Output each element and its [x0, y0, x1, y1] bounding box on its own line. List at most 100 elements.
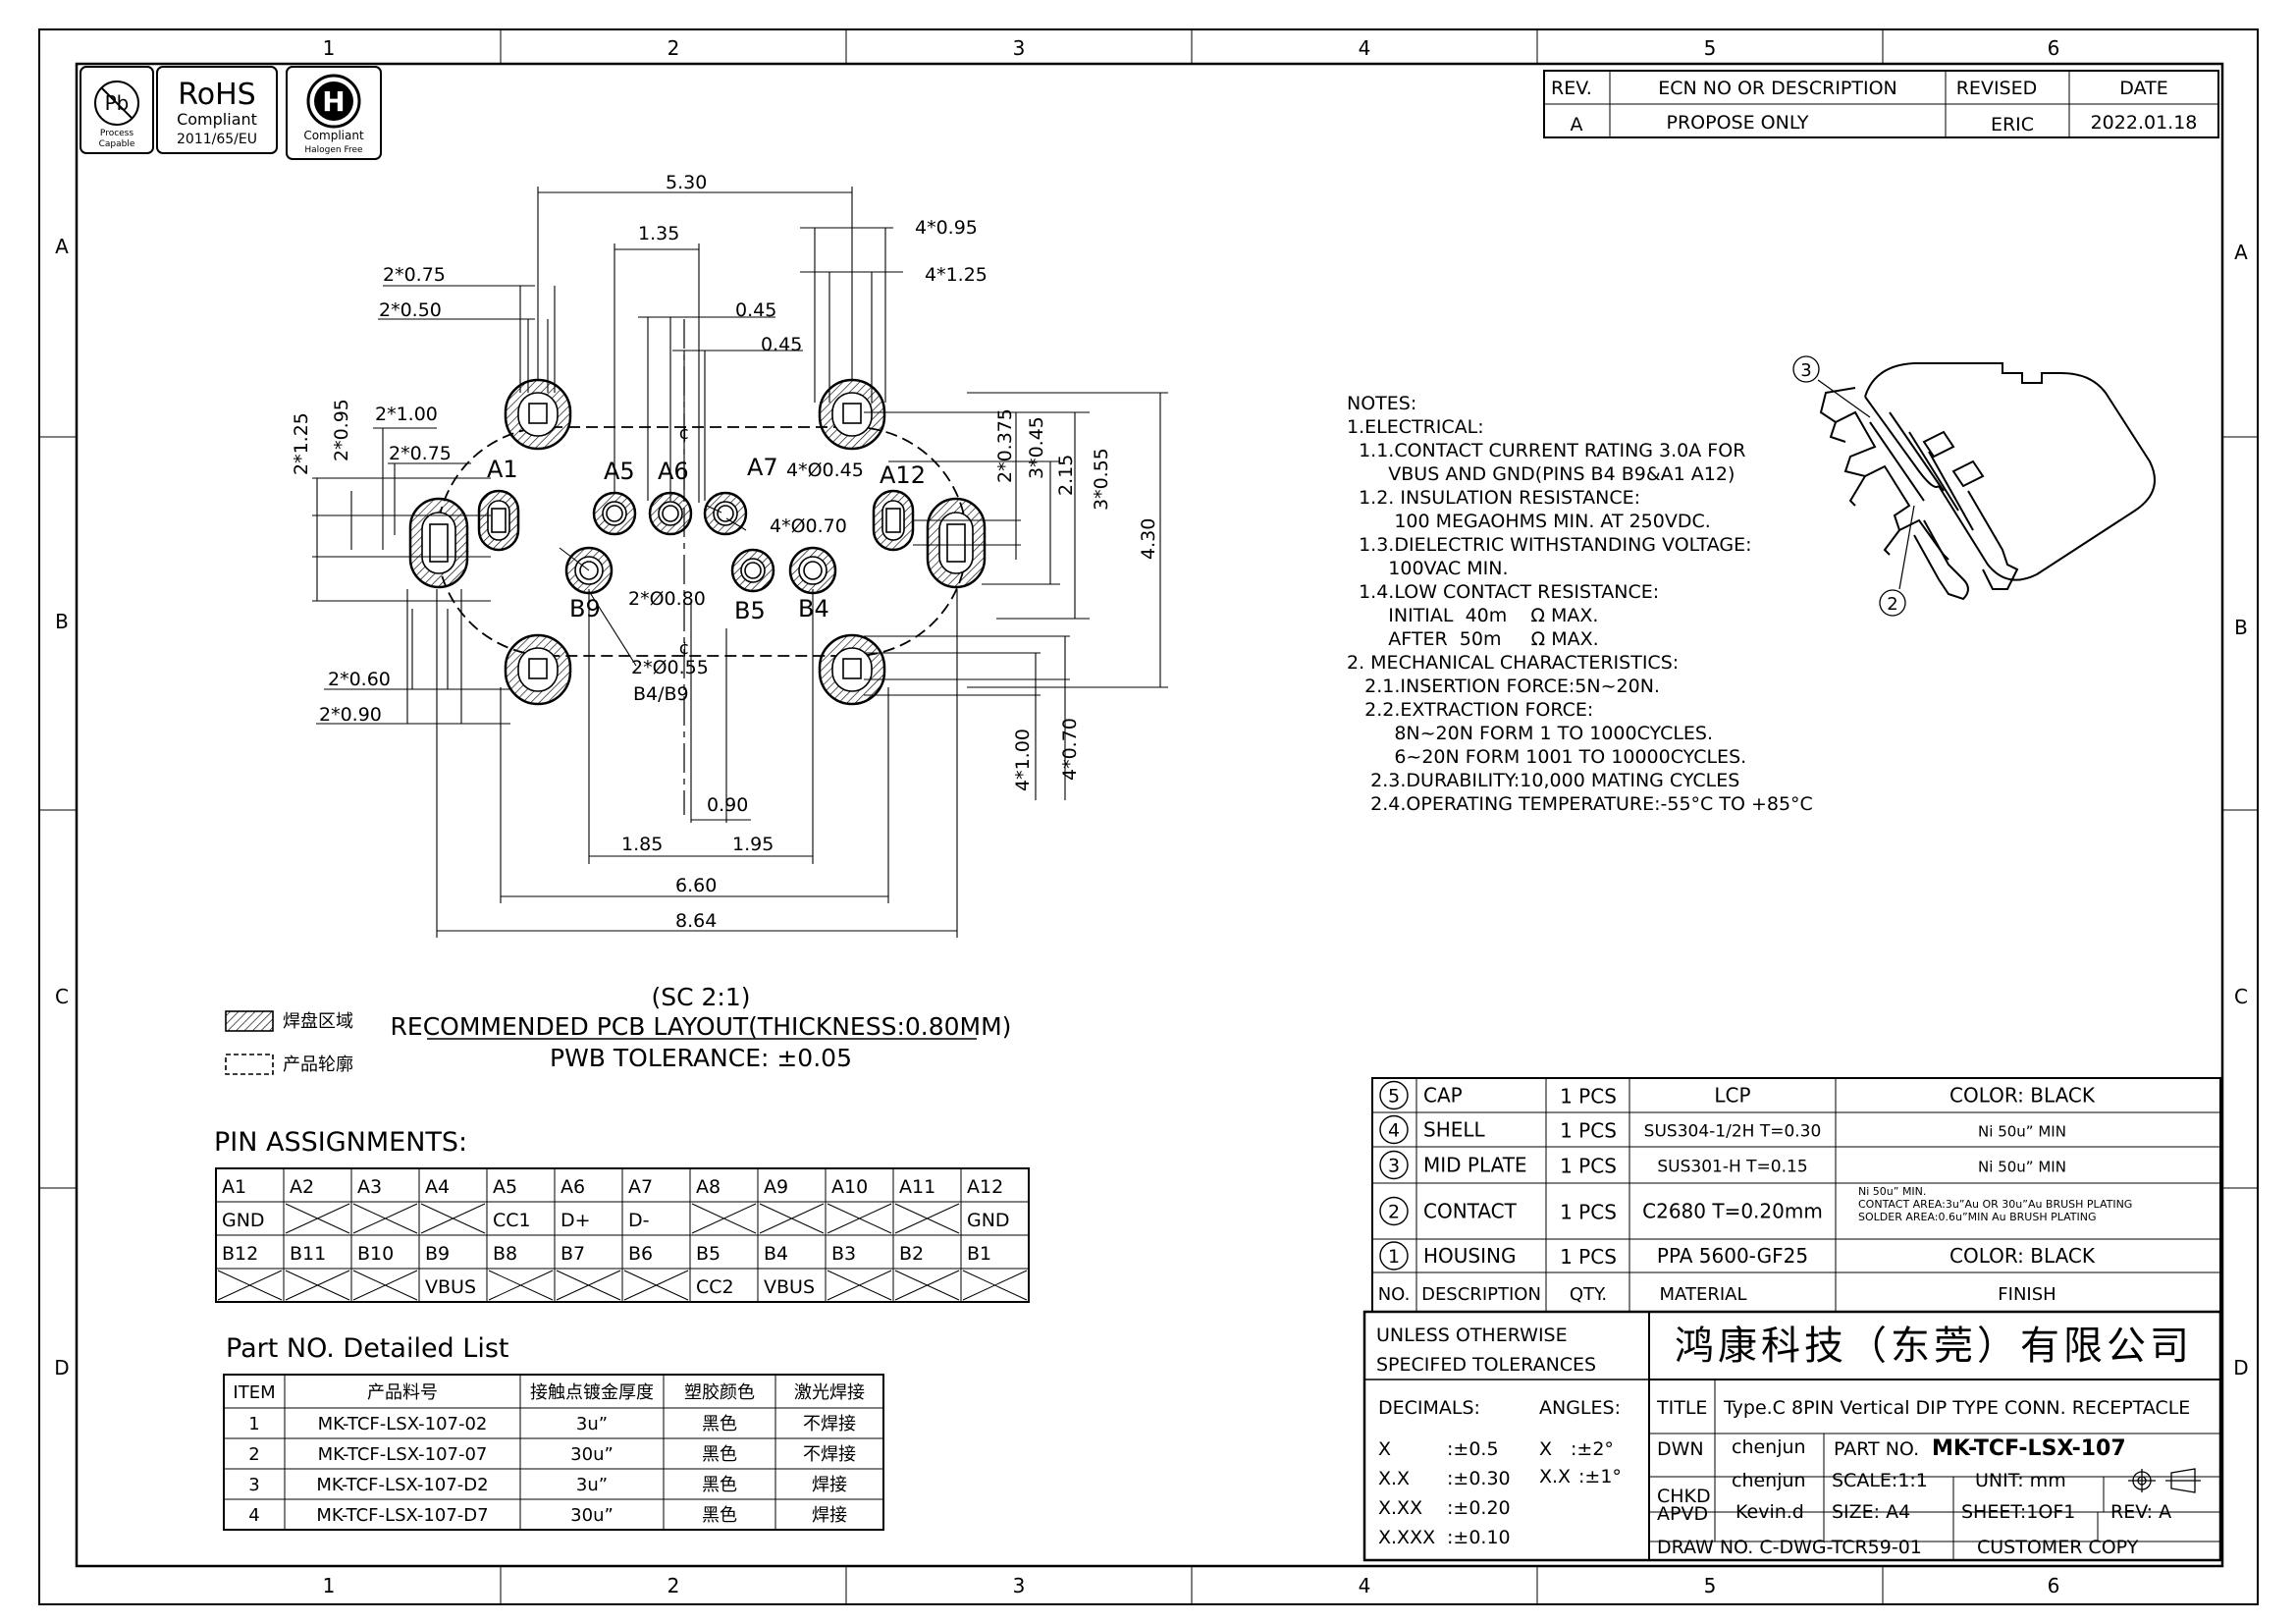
note-line-16: 2.3.DURABILITY:10,000 MATING CYCLES: [1347, 770, 1739, 791]
pin-cell: B2: [899, 1243, 924, 1265]
title-block: UNLESS OTHERWISE SPECIFED TOLERANCES 鸿康科…: [1362, 1310, 2222, 1562]
ang-x-key: X: [1539, 1438, 1552, 1460]
dim-1-85: 1.85: [621, 834, 663, 855]
tol-line-1: UNLESS OTHERWISE: [1376, 1325, 1568, 1346]
bom-qty: 1 PCS: [1560, 1155, 1617, 1178]
pin-cell: D+: [561, 1210, 591, 1231]
zone-right-d: D: [2233, 1356, 2248, 1380]
revision-table: REV. ECN NO OR DESCRIPTION REVISED DATE …: [1543, 70, 2219, 138]
pin-cell: A6: [561, 1176, 585, 1198]
dim-6-60: 6.60: [675, 875, 717, 896]
note-line-9: INITIAL 40m Ω MAX.: [1347, 605, 1598, 626]
bom-header: QTY.: [1570, 1284, 1607, 1305]
bom-material: SUS304-1/2H T=0.30: [1644, 1122, 1822, 1142]
part-list-cell: 30u”: [570, 1444, 614, 1465]
zone-top-6: 6: [2048, 36, 2060, 60]
projection-symbol-icon: [2128, 1468, 2201, 1493]
note-line-1: 1.ELECTRICAL:: [1347, 416, 1484, 438]
bom-item-no: 2: [1388, 1202, 1400, 1223]
part-list-cell: 3: [248, 1475, 259, 1495]
pin-cell: B3: [831, 1243, 856, 1265]
bom-qty: 1 PCS: [1560, 1119, 1617, 1143]
pcb-layout-drawing: [225, 187, 1168, 1075]
bom-desc: MID PLATE: [1423, 1154, 1527, 1177]
pin-label-a6: A6: [658, 458, 689, 485]
tol-x-val: :±0.5: [1447, 1438, 1499, 1460]
dim-2x0-60: 2*0.60: [328, 669, 391, 690]
note-line-12: 2.1.INSERTION FORCE:5N~20N.: [1347, 676, 1660, 697]
bom-item-no: 4: [1388, 1120, 1400, 1142]
note-line-15: 6~20N FORM 1001 TO 10000CYCLES.: [1347, 746, 1746, 768]
part-list-title: Part NO. Detailed List: [226, 1333, 508, 1364]
note-line-2: 1.1.CONTACT CURRENT RATING 3.0A FOR: [1347, 440, 1745, 461]
pin-cell: D-: [628, 1210, 650, 1231]
bom-item-no: 5: [1388, 1086, 1400, 1108]
note-line-17: 2.4.OPERATING TEMPERATURE:-55°C TO +85°C: [1347, 793, 1813, 815]
zone-right-a: A: [2234, 241, 2248, 264]
zone-bottom-3: 3: [1013, 1574, 1026, 1597]
pin-cell: CC1: [493, 1210, 531, 1231]
pb-symbol: Pb: [105, 91, 130, 115]
part-list-cell: 30u”: [570, 1505, 614, 1526]
zone-top-1: 1: [323, 36, 336, 60]
note-line-10: AFTER 50m Ω MAX.: [1347, 628, 1599, 650]
part-list-cell: MK-TCF-LSX-107-D2: [316, 1475, 488, 1495]
dimension-lines: [312, 187, 1168, 938]
bom-item-no: 3: [1388, 1156, 1400, 1177]
rev-header-revised: REVISED: [1956, 78, 2038, 99]
title-value: Type.C 8PIN Vertical DIP TYPE CONN. RECE…: [1723, 1397, 2190, 1419]
company-name: 鸿康科技（东莞）有限公司: [1675, 1324, 2193, 1369]
part-no-value: MK-TCF-LSX-107: [1932, 1436, 2126, 1461]
dim-0-90: 0.90: [707, 794, 748, 816]
rev-header-rev: REV.: [1551, 78, 1592, 99]
dim-2x0-75: 2*0.75: [389, 443, 452, 464]
round-pads: [564, 491, 837, 595]
part-list-cell: MK-TCF-LSX-107-02: [318, 1414, 488, 1434]
dim-b4-b9: B4/B9: [633, 683, 689, 705]
note-line-11: 2. MECHANICAL CHARACTERISTICS:: [1347, 652, 1679, 674]
pin-cell: VBUS: [425, 1276, 476, 1298]
centerline-top: ¢: [678, 423, 689, 444]
note-line-0: NOTES:: [1347, 393, 1416, 414]
centerline-bottom: ¢: [678, 638, 689, 659]
part-list-cell: 焊接: [812, 1505, 847, 1526]
pin-cell: A1: [222, 1176, 246, 1198]
bom-header: NO.: [1378, 1284, 1411, 1305]
rev-header-date: DATE: [2119, 78, 2167, 99]
dim-1-95: 1.95: [732, 834, 774, 855]
drawing-no: DRAW NO. C-DWG-TCR59-01: [1657, 1537, 1922, 1558]
bom-desc: CAP: [1423, 1084, 1463, 1108]
dim-2x0-75-top: 2*0.75: [383, 264, 446, 286]
bom-finish: COLOR: BLACK: [1949, 1244, 2096, 1268]
dim-8-64: 8.64: [675, 910, 717, 932]
note-line-13: 2.2.EXTRACTION FORCE:: [1347, 699, 1593, 721]
ang-xx-key: X.X: [1539, 1466, 1571, 1488]
zone-top-2: 2: [667, 36, 680, 60]
pcb-title: RECOMMENDED PCB LAYOUT(THICKNESS:0.80MM): [391, 1012, 1012, 1041]
dwn-label: DWN: [1657, 1438, 1704, 1460]
rohs-line1: Compliant: [177, 110, 257, 129]
bom-qty: 1 PCS: [1560, 1201, 1617, 1224]
zone-left-b: B: [55, 610, 69, 633]
pin-label-a7: A7: [747, 454, 778, 481]
ground-pads: [477, 489, 915, 552]
size-value: SIZE: A4: [1832, 1501, 1910, 1523]
pin-cell: B1: [967, 1243, 991, 1265]
pin-cell: B6: [628, 1243, 653, 1265]
ang-x-val: :±2°: [1571, 1438, 1614, 1460]
pin-cell: A9: [764, 1176, 788, 1198]
part-list-cell: 黑色: [702, 1414, 737, 1434]
dim-2-15: 2.15: [1055, 455, 1077, 496]
apvd-value: Kevin.d: [1735, 1501, 1804, 1523]
bom-finish: Ni 50u” MIN: [1978, 1123, 2066, 1141]
dim-2x0-50: 2*0.50: [379, 299, 442, 321]
tol-xx-key: X.X: [1378, 1468, 1410, 1489]
part-list-cell: 3u”: [576, 1414, 608, 1434]
zone-right-c: C: [2234, 985, 2248, 1008]
part-list-cell: 黑色: [702, 1505, 737, 1526]
pin-cell: B5: [696, 1243, 721, 1265]
tol-xxx-key: X.XX: [1378, 1497, 1422, 1519]
part-list-cell: MK-TCF-LSX-107-D7: [316, 1505, 488, 1526]
